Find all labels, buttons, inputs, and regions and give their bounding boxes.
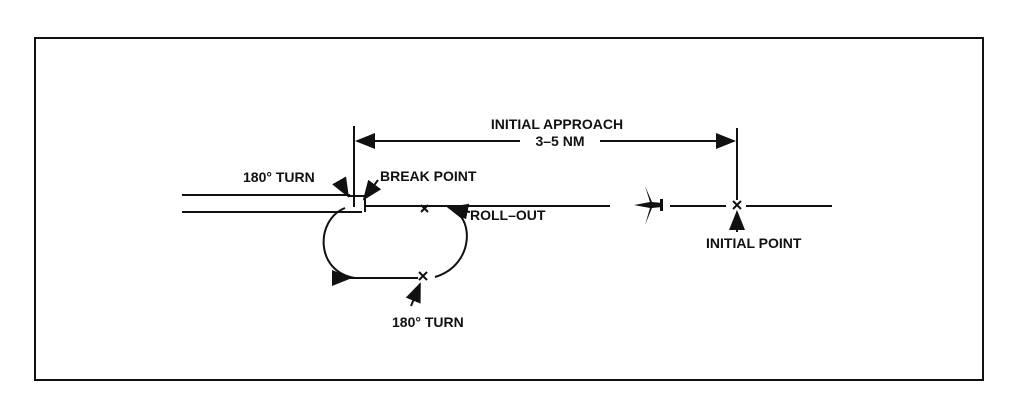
fix-marks [418, 200, 742, 281]
turn-bottom-label: 180° TURN [392, 314, 464, 330]
turn-top-pointer [332, 176, 349, 198]
break-point-box [348, 195, 366, 212]
x-mark-initial-point [732, 200, 742, 210]
x-mark-roll-out [420, 204, 429, 213]
airplane-icon [634, 186, 663, 225]
break-point-pointer [362, 179, 382, 201]
roll-out-label: ROLL–OUT [470, 207, 546, 223]
pattern-left-turn [322, 207, 356, 279]
roll-out-pointer [448, 203, 471, 220]
turn-bottom-pointer [405, 282, 421, 307]
initial-approach-label: INITIAL APPROACH [491, 116, 623, 132]
distance-label: 3–5 NM [535, 133, 584, 149]
pattern-right-turn [434, 204, 468, 278]
x-mark-turn [418, 271, 428, 281]
diagram-frame [34, 37, 984, 381]
initial-point-label: INITIAL POINT [706, 235, 802, 251]
turn-top-label: 180° TURN [243, 169, 315, 185]
break-point-label: BREAK POINT [380, 168, 477, 184]
